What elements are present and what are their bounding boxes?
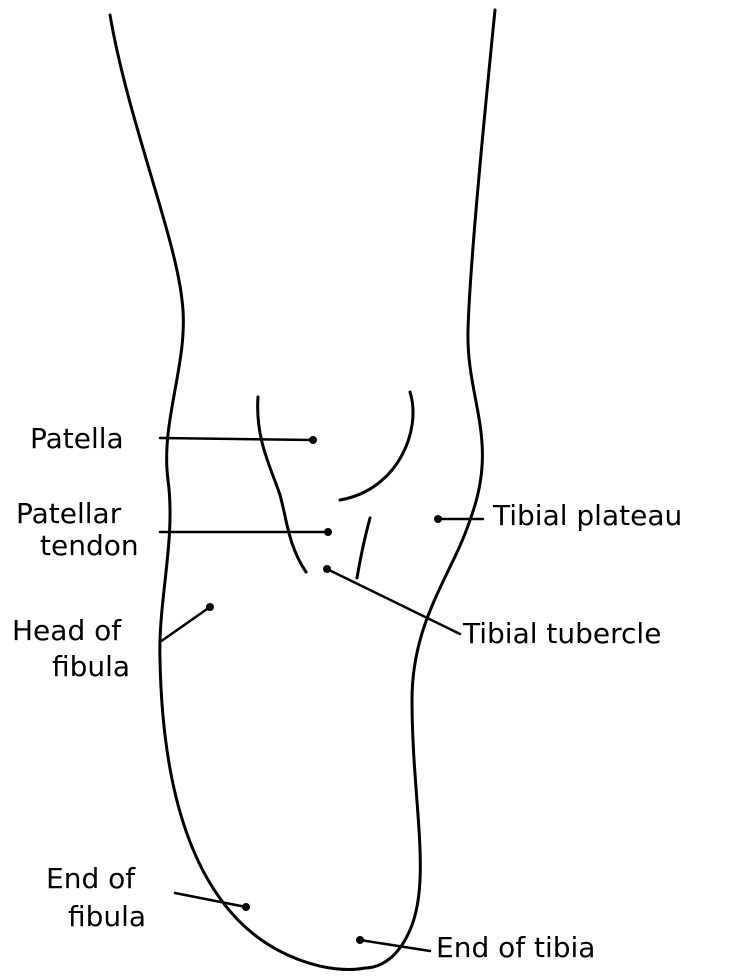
label-head-of-fibula-line1: Head of — [12, 615, 121, 646]
patellar-tendon-edge — [357, 518, 370, 578]
label-tibial-plateau: Tibial plateau — [493, 500, 682, 531]
label-end-of-fibula-line1: End of — [46, 863, 135, 894]
leader-tibial-plateau — [434, 515, 483, 523]
label-end-of-tibia: End of tibia — [436, 932, 595, 963]
leg-outline-left — [110, 15, 365, 970]
tibial-plateau-marker — [434, 515, 442, 523]
leader-patella — [160, 436, 317, 444]
label-head-of-fibula-line2: fibula — [52, 651, 130, 682]
leader-end-of-fibula — [175, 893, 250, 911]
patella-outline-upper-right — [340, 392, 413, 500]
label-patella: Patella — [30, 423, 124, 454]
end-of-tibia-marker — [356, 936, 364, 944]
label-patellar-tendon-line2: tendon — [40, 530, 139, 561]
label-tibial-tubercle: Tibial tubercle — [463, 618, 661, 649]
patella-outline — [258, 397, 306, 572]
leader-patellar-tendon — [160, 528, 332, 536]
patellar-tendon-marker — [324, 528, 332, 536]
leader-end-of-tibia — [356, 936, 430, 951]
label-patellar-tendon-line1: Patellar — [16, 498, 121, 529]
end-of-fibula-marker — [242, 903, 250, 911]
head-of-fibula-marker — [206, 603, 214, 611]
tibial-tubercle-marker — [323, 565, 331, 573]
leader-tibial-tubercle — [323, 565, 460, 634]
label-end-of-fibula-line2: fibula — [68, 901, 146, 932]
leg-outline-right — [365, 10, 495, 968]
patella-marker — [309, 436, 317, 444]
leader-head-of-fibula — [160, 603, 214, 642]
